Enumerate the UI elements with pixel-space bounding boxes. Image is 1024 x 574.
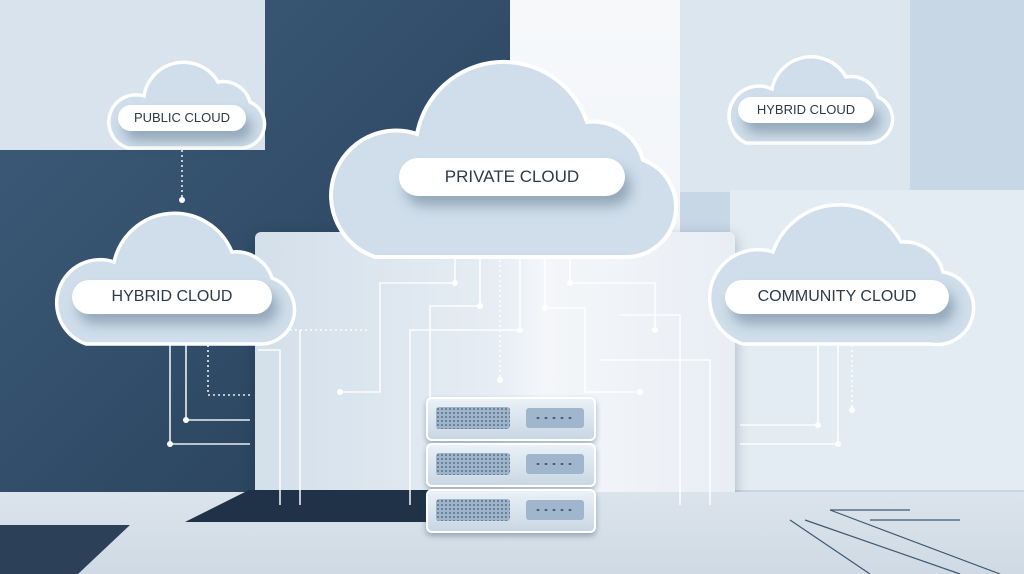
cloud-shape-icon	[107, 60, 267, 150]
status-led-icon	[526, 408, 584, 428]
server-unit	[426, 397, 596, 441]
hybrid-cloud-left-label: HYBRID CLOUD	[72, 280, 272, 314]
cloud-shape-icon	[54, 211, 297, 346]
vent-grille-icon	[436, 407, 510, 429]
cloud-shape-icon	[329, 59, 678, 260]
cloud-shape-icon	[707, 203, 976, 347]
status-led-icon	[526, 454, 584, 474]
hybrid-cloud-left: HYBRID CLOUD	[50, 200, 297, 346]
hybrid-cloud-top-label: HYBRID CLOUD	[738, 97, 874, 123]
server-unit	[426, 443, 596, 487]
hybrid-cloud-top: HYBRID CLOUD	[720, 45, 896, 145]
community-cloud: COMMUNITY CLOUD	[703, 188, 976, 347]
status-led-icon	[526, 500, 584, 520]
public-cloud: PUBLIC CLOUD	[100, 52, 268, 150]
public-cloud-label: PUBLIC CLOUD	[118, 105, 246, 131]
vent-grille-icon	[436, 453, 510, 475]
private-cloud-label: PRIVATE CLOUD	[399, 158, 625, 196]
server-unit	[426, 489, 596, 533]
vent-grille-icon	[436, 499, 510, 521]
community-cloud-label: COMMUNITY CLOUD	[725, 280, 949, 314]
private-cloud: PRIVATE CLOUD	[325, 42, 678, 260]
cloud-shape-icon	[727, 55, 895, 145]
